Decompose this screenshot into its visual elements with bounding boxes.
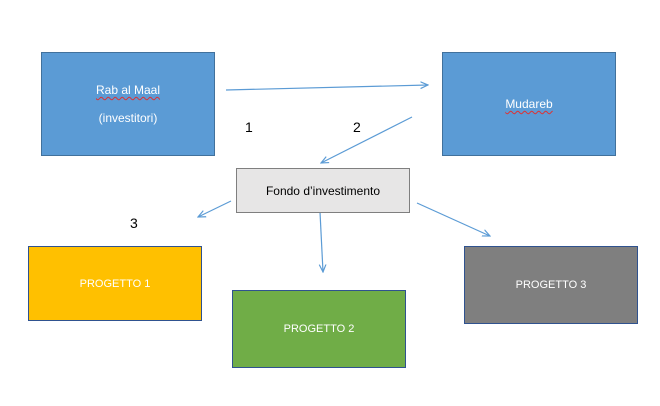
progetto-1-label: PROGETTO 1 [79, 277, 151, 290]
step-number-1: 1 [245, 119, 253, 135]
arrow-investors-to-mudareb [225, 85, 428, 91]
fund-box[interactable]: Fondo d’investimento [236, 168, 410, 213]
progetto-3-box[interactable]: PROGETTO 3 [464, 246, 638, 324]
arrow-mudareb-to-fund [321, 116, 413, 163]
mudareb-box[interactable]: Mudareb [442, 52, 616, 156]
investors-subtitle: (investitori) [98, 111, 158, 125]
arrow-fund-to-progetto1 [198, 200, 232, 217]
progetto-1-box[interactable]: PROGETTO 1 [28, 246, 202, 321]
progetto-2-box[interactable]: PROGETTO 2 [232, 290, 406, 368]
fund-label: Fondo d’investimento [265, 183, 381, 198]
step-number-3: 3 [130, 215, 138, 231]
arrow-fund-to-progetto2 [320, 211, 323, 272]
mudareb-label: Mudareb [505, 97, 553, 111]
progetto-3-label: PROGETTO 3 [515, 279, 587, 291]
arrow-fund-to-progetto3 [416, 202, 490, 236]
step-number-2: 2 [353, 119, 361, 135]
investors-box[interactable]: Rab al Maal (investitori) [41, 52, 215, 156]
progetto-2-label: PROGETTO 2 [283, 323, 355, 335]
investors-title: Rab al Maal [95, 83, 161, 97]
